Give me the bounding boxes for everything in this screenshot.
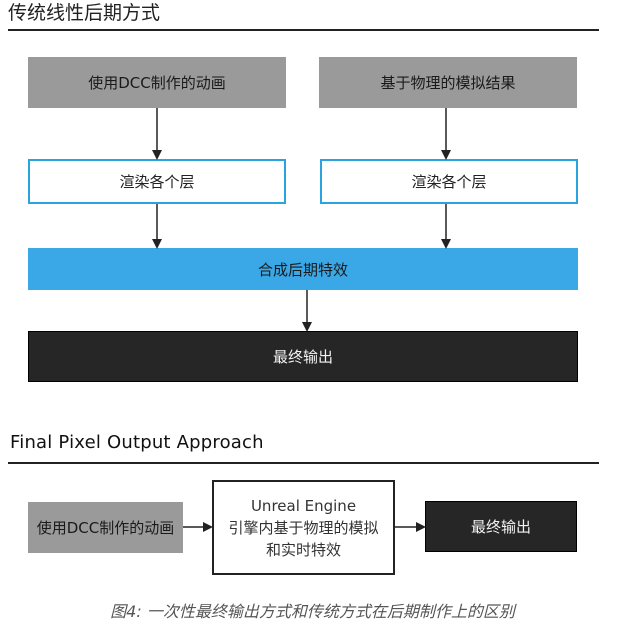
final-output-box-2: 最终输出	[425, 501, 577, 552]
section1-divider	[8, 29, 599, 31]
section2-title: Final Pixel Output Approach	[10, 432, 264, 453]
section2-divider	[8, 462, 599, 464]
engine-physics-label: 引擎内基于物理的模拟	[228, 518, 379, 537]
final-output-box: 最终输出	[28, 331, 578, 382]
composite-effects-box: 合成后期特效	[28, 248, 578, 290]
section1-title: 传统线性后期方式	[8, 2, 161, 24]
physics-simulation-box: 基于物理的模拟结果	[319, 57, 577, 108]
dcc-animation-box-2: 使用DCC制作的动画	[28, 502, 183, 553]
engine-realtime-label: 和实时特效	[265, 540, 341, 559]
unreal-engine-box: Unreal Engine 引擎内基于物理的模拟 和实时特效	[212, 480, 395, 575]
render-layers-box-right: 渲染各个层	[320, 159, 578, 204]
figure-caption: 图4: 一次性最终输出方式和传统方式在后期制作上的区别	[110, 602, 515, 621]
unreal-engine-label: Unreal Engine	[250, 496, 357, 515]
render-layers-box-left: 渲染各个层	[28, 159, 286, 204]
dcc-animation-box: 使用DCC制作的动画	[28, 57, 286, 108]
